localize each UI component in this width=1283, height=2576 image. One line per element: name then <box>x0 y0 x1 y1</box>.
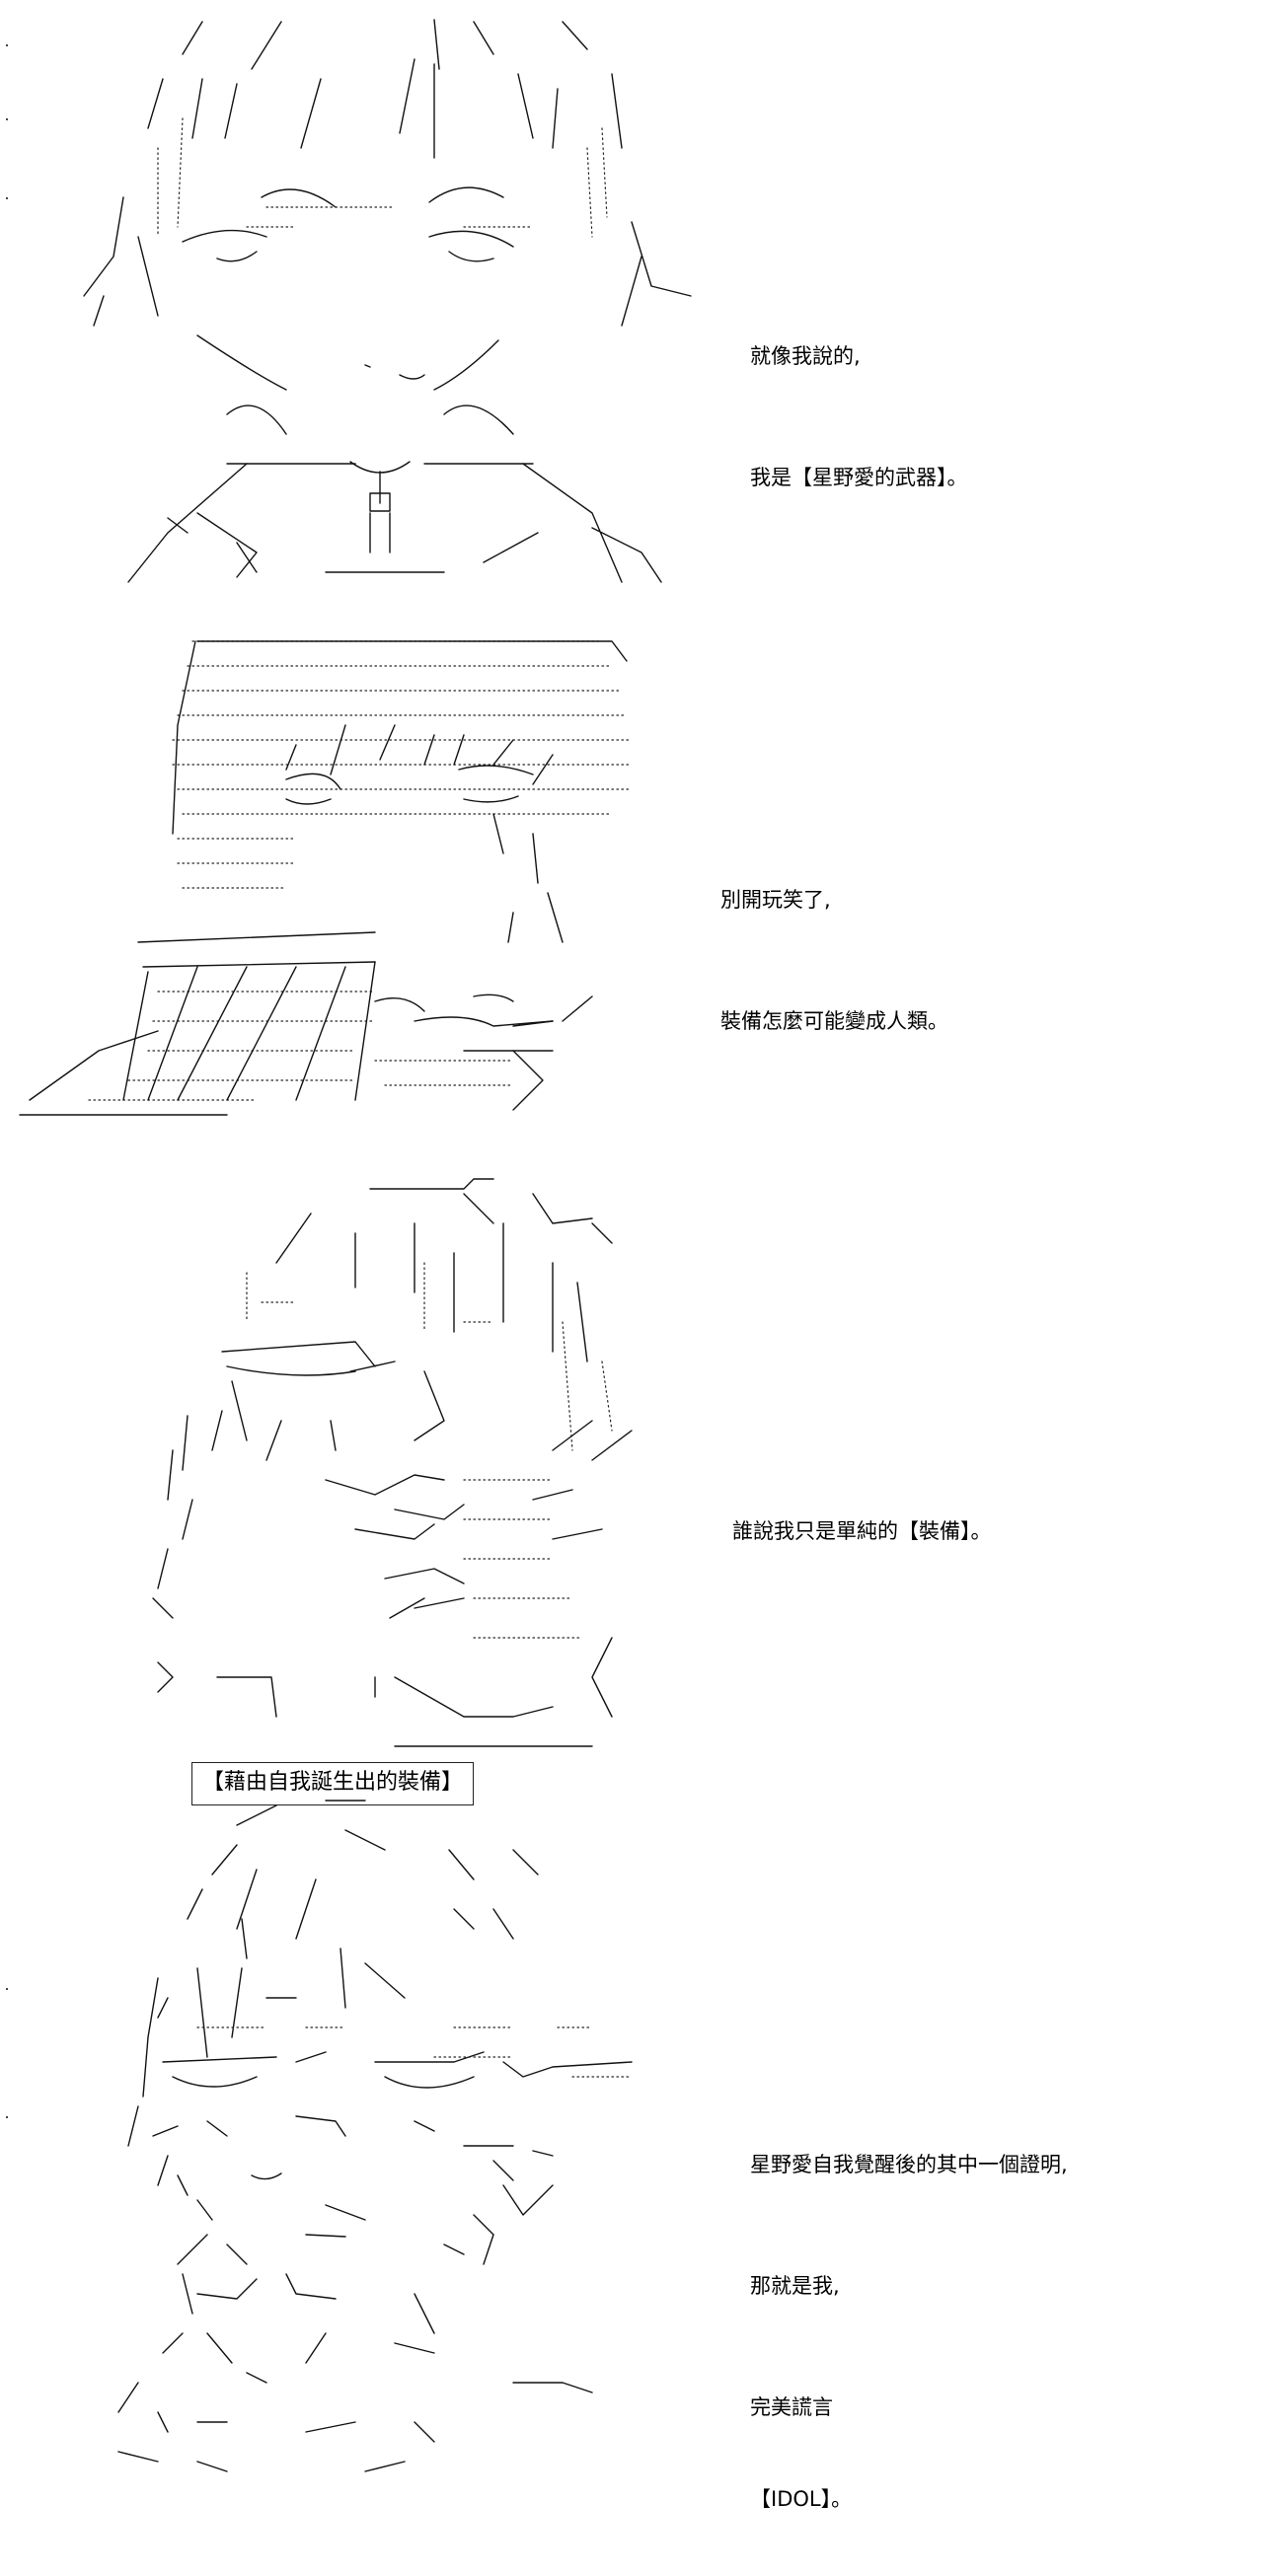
panel-4: 星野愛自我覺醒後的其中一個證明, 那就是我, 完美謊言 【IDOL】。 <box>0 1781 1283 2511</box>
dialogue-panel-3: 誰說我只是單純的【裝備】。 <box>732 1455 992 1608</box>
dialogue-panel-2: 別開玩笑了, 裝備怎麼可能變成人類。 <box>720 824 948 1098</box>
margin-dot <box>6 44 8 46</box>
dialogue-panel-4: 星野愛自我覺醒後的其中一個證明, 那就是我, 完美謊言 【IDOL】。 <box>750 2089 1068 2576</box>
ascii-art-girl-sideways-glance <box>152 1178 633 1747</box>
margin-dot <box>6 118 8 120</box>
panel-3: 誰說我只是單純的【裝備】。 <box>0 1125 1283 1781</box>
dialogue-line: 誰說我只是單純的【裝備】。 <box>732 1519 992 1543</box>
ascii-art-girl-close-up <box>117 1800 633 2472</box>
dialogue-line: 別開玩笑了, <box>720 888 831 912</box>
dialogue-line: 星野愛自我覺醒後的其中一個證明, <box>750 2153 1068 2176</box>
panel-2: 別開玩笑了, 裝備怎麼可能變成人類。 <box>0 587 1283 1125</box>
dialogue-line: 完美謊言 <box>750 2395 833 2419</box>
panel-1: 就像我說的, 我是【星野愛的武器】。 <box>0 0 1283 587</box>
caption-box: 【藉由自我誕生出的裝備】 <box>191 1762 475 1805</box>
dialogue-line: 那就是我, <box>750 2274 840 2298</box>
margin-dot <box>6 1988 8 1990</box>
ascii-art-girl-looking-down <box>83 19 692 583</box>
margin-dot <box>6 2116 8 2118</box>
dialogue-panel-1: 就像我說的, 我是【星野愛的武器】。 <box>750 280 968 554</box>
dialogue-line: 就像我說的, <box>750 344 861 368</box>
dialogue-line: 裝備怎麼可能變成人類。 <box>720 1009 948 1033</box>
ascii-art-girl-smirking <box>19 640 633 1116</box>
dialogue-line: 我是【星野愛的武器】。 <box>750 466 968 489</box>
margin-dot <box>6 197 8 199</box>
dialogue-line: 【IDOL】。 <box>750 2487 853 2511</box>
